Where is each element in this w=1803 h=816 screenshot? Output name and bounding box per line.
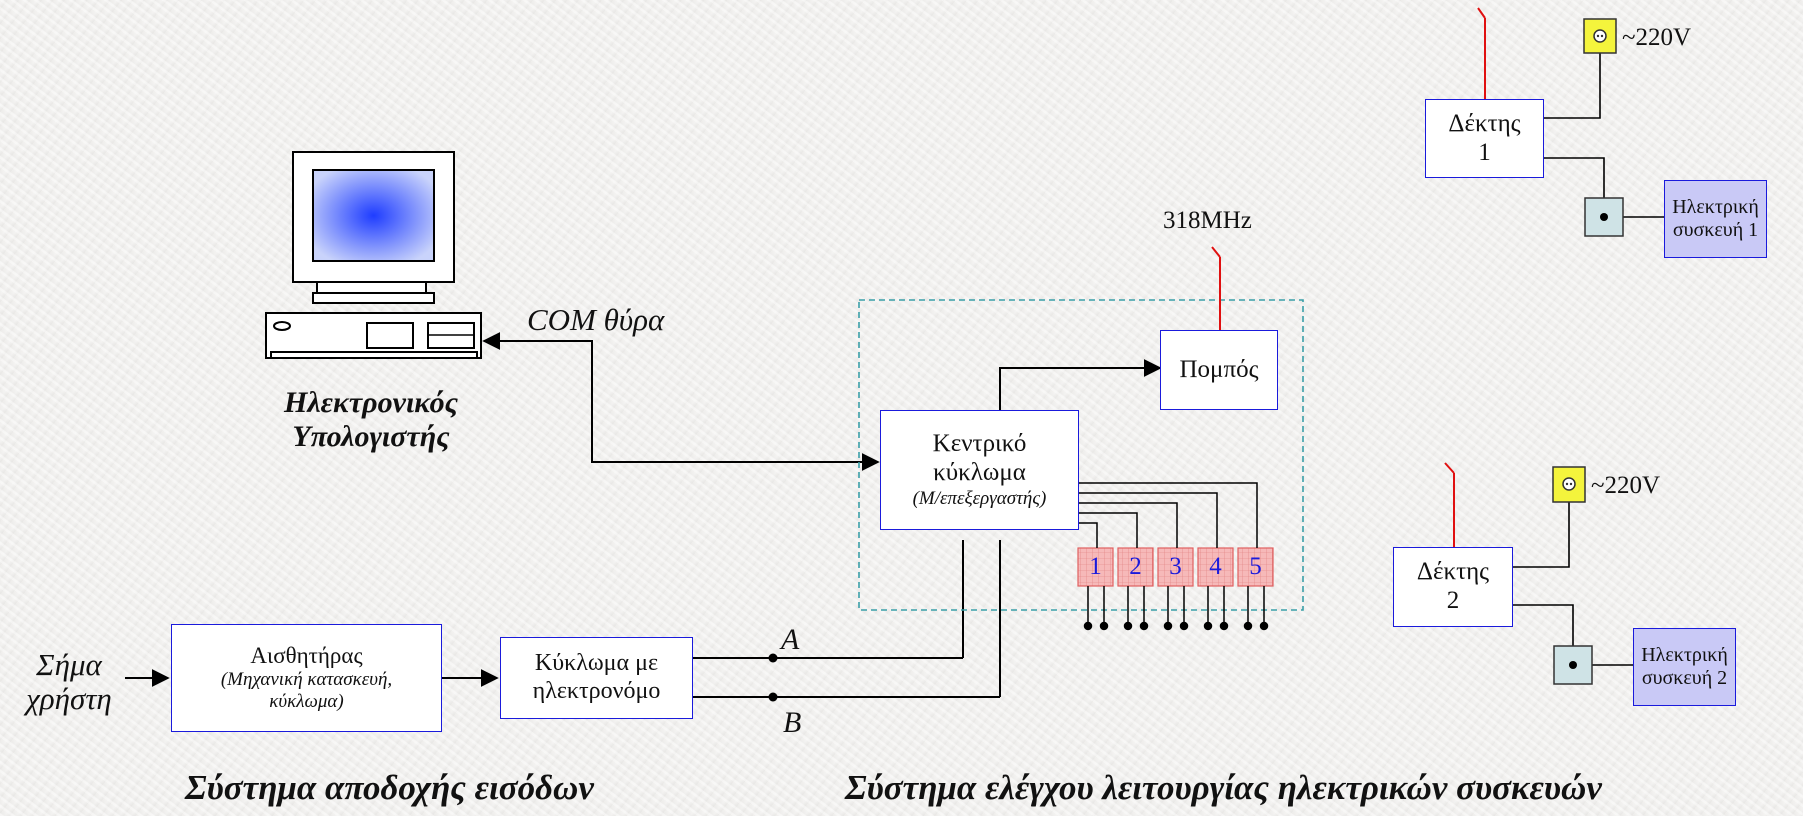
receiver2-line2: 2 xyxy=(1446,587,1460,614)
device1-box: Ηλεκτρική συσκευή 1 xyxy=(1664,180,1767,258)
user-signal-line2: χρήστη xyxy=(26,681,112,716)
plug1-icon xyxy=(1583,18,1617,54)
device2-line2: συσκευή 2 xyxy=(1641,667,1728,689)
computer-icon xyxy=(265,151,482,359)
relay-3-label: 3 xyxy=(1169,553,1182,580)
signal-a-node xyxy=(768,653,778,663)
relay-2-label: 2 xyxy=(1129,553,1142,580)
central-line2: κύκλωμα xyxy=(933,459,1026,487)
frequency-label: 318MHz xyxy=(1163,207,1252,234)
relay-5-label: 5 xyxy=(1249,553,1262,580)
receiver1-antenna xyxy=(1477,7,1486,99)
sensor-title: Αισθητήρας xyxy=(250,642,363,668)
relay-circuit-box: Κύκλωμα με ηλεκτρονόμο xyxy=(500,637,693,719)
socket1-icon xyxy=(1584,197,1624,237)
receiver2-antenna xyxy=(1444,462,1455,547)
receiver1-voltage: ~220V xyxy=(1622,24,1692,51)
central-circuit-box: Κεντρικό κύκλωμα (Μ/επεξεργαστής) xyxy=(880,410,1079,530)
transmitter-box: Πομπός xyxy=(1160,330,1278,410)
receiver2-line1: Δέκτης xyxy=(1416,558,1490,586)
signal-b-node xyxy=(768,692,778,702)
relay-circuit-line2: ηλεκτρονόμο xyxy=(532,678,661,704)
sensor-sub2: κύκλωμα) xyxy=(269,691,344,713)
receiver2-box: Δέκτης 2 xyxy=(1393,547,1513,627)
signal-a-label: A xyxy=(781,623,800,656)
caption-input-system: Σύστημα αποδοχής εισόδων xyxy=(185,768,594,807)
transmitter-label: Πομπός xyxy=(1179,355,1259,383)
computer-label-line1: Ηλεκτρονικός xyxy=(284,386,458,419)
device2-box: Ηλεκτρική συσκευή 2 xyxy=(1633,628,1736,706)
computer-label-line2: Υπολογιστής xyxy=(292,420,450,453)
connections-left xyxy=(125,332,1001,698)
relay-block xyxy=(1077,547,1274,587)
signal-b-label: B xyxy=(783,706,802,739)
relay-output-pins xyxy=(1083,586,1269,631)
relay-circuit-line1: Κύκλωμα με xyxy=(534,650,659,677)
transmitter-antenna xyxy=(1211,246,1221,330)
sensor-box: Αισθητήρας (Μηχανική κατασκευή, κύκλωμα) xyxy=(171,624,442,732)
relay-1-label: 1 xyxy=(1089,553,1102,580)
plug2-icon xyxy=(1552,466,1586,503)
com-port-label: COM θύρα xyxy=(527,302,665,337)
receiver2-voltage: ~220V xyxy=(1591,472,1661,499)
computer-label: Ηλεκτρονικός Υπολογιστής xyxy=(246,386,496,454)
central-line3: (Μ/επεξεργαστής) xyxy=(912,487,1047,509)
receiver1-line2: 1 xyxy=(1478,138,1491,166)
central-line1: Κεντρικό xyxy=(932,430,1027,458)
user-signal-label: Σήμα χρήστη xyxy=(14,648,124,716)
central-to-transmitter-wire xyxy=(999,359,1162,410)
receiver1-line1: Δέκτης xyxy=(1448,109,1521,137)
device1-line1: Ηλεκτρική xyxy=(1672,196,1759,218)
receiver1-wires xyxy=(1544,53,1664,218)
relay-4-label: 4 xyxy=(1209,553,1222,580)
control-unit-enclosure xyxy=(858,299,1304,611)
user-signal-line1: Σήμα xyxy=(36,647,102,682)
receiver2-wires xyxy=(1513,502,1633,666)
device2-line1: Ηλεκτρική xyxy=(1641,644,1728,666)
socket2-icon xyxy=(1553,645,1593,685)
device1-line2: συσκευή 1 xyxy=(1672,219,1759,241)
receiver1-box: Δέκτης 1 xyxy=(1425,99,1544,178)
central-to-relay-wires xyxy=(1078,482,1258,548)
sensor-sub1: (Μηχανική κατασκευή, xyxy=(220,669,393,691)
caption-control-system: Σύστημα ελέγχου λειτουργίας ηλεκτρικών σ… xyxy=(845,768,1602,807)
